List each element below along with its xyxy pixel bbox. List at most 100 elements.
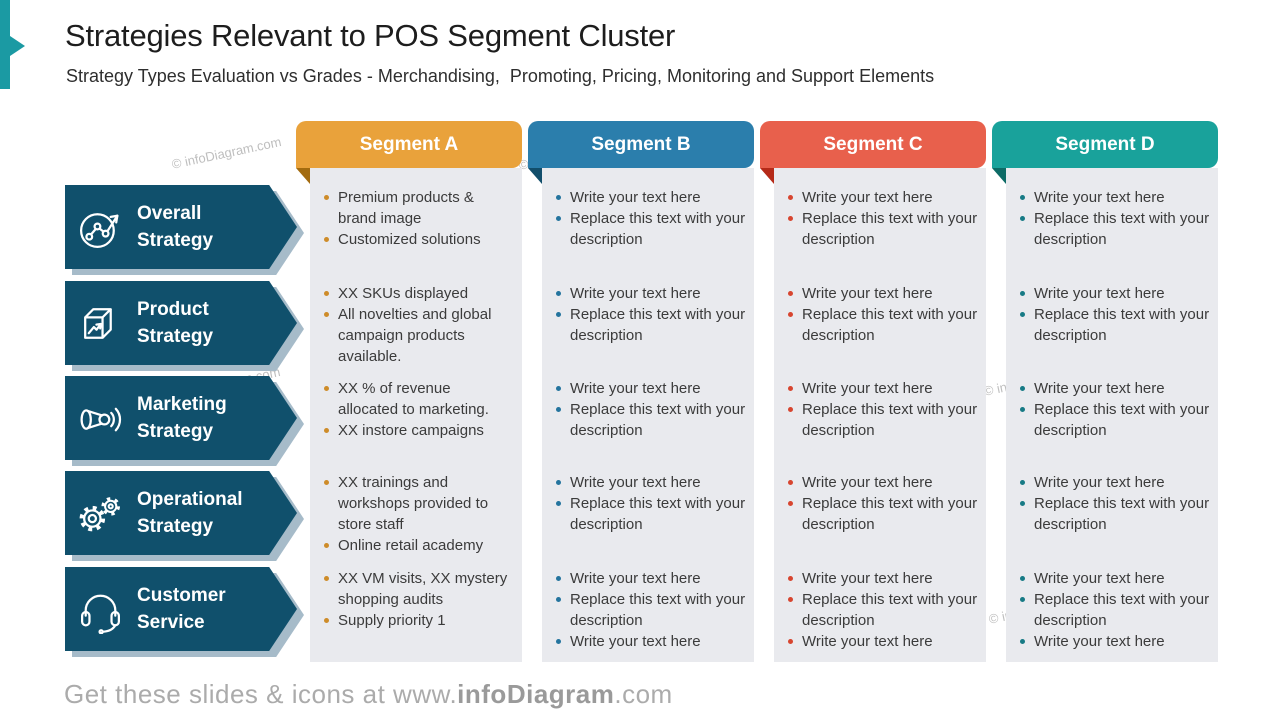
bullet-item: Replace this text with your description — [556, 589, 746, 631]
strategy-cell: XX trainings and workshops provided to s… — [324, 472, 514, 556]
bullet-dot — [324, 543, 329, 548]
bullet-text: Write your text here — [1034, 633, 1165, 650]
bullet-item: XX % of revenue allocated to marketing. — [324, 378, 514, 420]
bullet-dot — [788, 195, 793, 200]
accent-bar — [0, 0, 10, 89]
bullet-item: Replace this text with your description — [788, 589, 978, 631]
bullet-item: Write your text here — [556, 472, 746, 493]
bullet-dot — [556, 386, 561, 391]
bullet-dot — [324, 291, 329, 296]
bullet-item: Replace this text with your description — [556, 493, 746, 535]
bullet-dot — [556, 407, 561, 412]
bullet-text: XX trainings and workshops provided to s… — [338, 474, 489, 533]
row-label-line: Strategy — [137, 516, 214, 537]
bullet-text: Replace this text with your description — [802, 306, 978, 344]
bullet-text: Replace this text with your description — [802, 210, 978, 248]
bullet-item: Replace this text with your description — [1020, 589, 1210, 631]
bullet-text: Replace this text with your description — [570, 210, 746, 248]
segment-header-label: Segment B — [591, 133, 691, 155]
bullet-dot — [1020, 480, 1025, 485]
bullet-dot — [1020, 576, 1025, 581]
bullet-dot — [788, 407, 793, 412]
accent-arrow-icon — [10, 36, 25, 56]
bullet-dot — [324, 237, 329, 242]
bullet-text: Replace this text with your description — [1034, 210, 1210, 248]
bullet-text: Write your text here — [1034, 570, 1165, 587]
bullet-text: Write your text here — [570, 285, 701, 302]
bullet-item: XX trainings and workshops provided to s… — [324, 472, 514, 535]
bullet-text: Supply priority 1 — [338, 612, 446, 629]
segment-header-label: Segment A — [359, 133, 459, 155]
bullet-item: Write your text here — [556, 568, 746, 589]
bullet-text: Premium products & brand image — [338, 189, 474, 227]
bullet-dot — [324, 428, 329, 433]
bullet-item: Write your text here — [788, 472, 978, 493]
bullet-dot — [324, 312, 329, 317]
segment-header: Segment D — [992, 121, 1218, 168]
bullet-dot — [788, 576, 793, 581]
bullet-item: Write your text here — [556, 187, 746, 208]
bullet-item: XX instore campaigns — [324, 420, 514, 441]
megaphone-icon — [76, 394, 125, 443]
row-label-line: Strategy — [137, 326, 214, 347]
segment-header: Segment C — [760, 121, 986, 168]
bullet-dot — [1020, 195, 1025, 200]
bullet-item: Write your text here — [1020, 472, 1210, 493]
bullet-item: Replace this text with your description — [556, 399, 746, 441]
bullet-dot — [324, 480, 329, 485]
bullet-item: Replace this text with your description — [788, 208, 978, 250]
bullet-item: Write your text here — [1020, 378, 1210, 399]
strategy-cell: XX % of revenue allocated to marketing.X… — [324, 378, 514, 441]
bullet-text: Write your text here — [1034, 189, 1165, 206]
bullet-text: Replace this text with your description — [802, 591, 978, 629]
bullet-item: All novelties and global campaign produc… — [324, 304, 514, 367]
bullet-dot — [1020, 597, 1025, 602]
bullet-item: Write your text here — [788, 378, 978, 399]
bullet-text: Write your text here — [802, 380, 933, 397]
bullet-text: Write your text here — [570, 474, 701, 491]
bullet-text: Replace this text with your description — [1034, 495, 1210, 533]
bullet-dot — [556, 639, 561, 644]
bullet-dot — [556, 501, 561, 506]
bullet-dot — [788, 312, 793, 317]
row-label-line: Strategy — [137, 421, 214, 442]
bullet-dot — [556, 576, 561, 581]
bullet-text: Replace this text with your description — [1034, 591, 1210, 629]
bullet-text: XX % of revenue allocated to marketing. — [338, 380, 489, 418]
bullet-dot — [556, 480, 561, 485]
gears-icon — [76, 489, 125, 538]
bullet-item: Write your text here — [1020, 568, 1210, 589]
bullet-item: Write your text here — [788, 187, 978, 208]
bullet-item: Write your text here — [1020, 631, 1210, 652]
bullet-dot — [556, 195, 561, 200]
row-label-line: Customer — [137, 585, 226, 606]
bullet-item: Online retail academy — [324, 535, 514, 556]
bullet-dot — [1020, 291, 1025, 296]
bullet-text: Write your text here — [802, 474, 933, 491]
bullet-item: Write your text here — [788, 568, 978, 589]
strategy-cell: XX VM visits, XX mystery shopping audits… — [324, 568, 514, 631]
bullet-dot — [1020, 639, 1025, 644]
footer-credit: Get these slides & icons at www.infoDiag… — [64, 679, 673, 710]
bullet-item: Replace this text with your description — [788, 304, 978, 346]
bullet-item: XX SKUs displayed — [324, 283, 514, 304]
bullet-text: Write your text here — [802, 633, 933, 650]
row-label-line: Product — [137, 299, 209, 320]
bullet-item: Write your text here — [556, 631, 746, 652]
footer-brand: infoDiagram — [457, 679, 615, 709]
